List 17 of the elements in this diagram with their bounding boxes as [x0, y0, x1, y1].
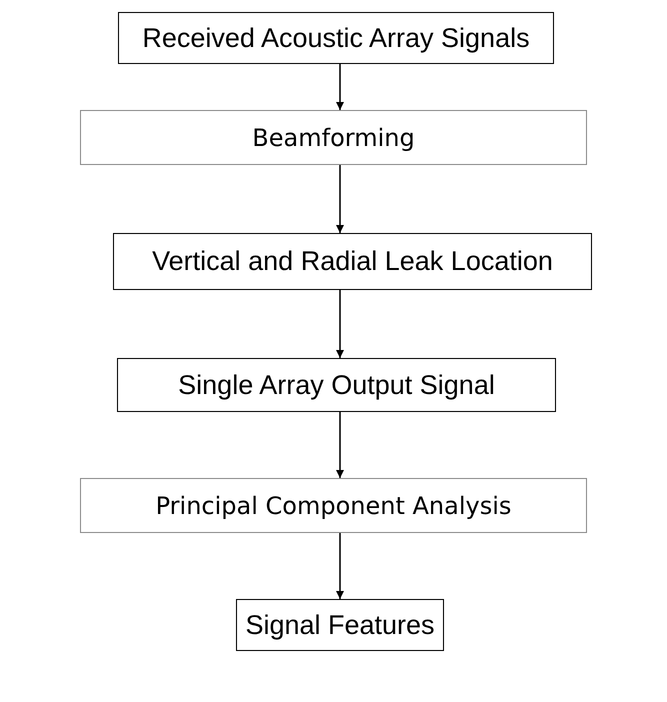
step-label: Signal Features	[245, 610, 435, 640]
step-label: Principal Component Analysis	[156, 492, 512, 520]
process-box	[80, 478, 587, 533]
arrow	[336, 290, 344, 358]
process-box	[117, 358, 556, 412]
arrow	[336, 64, 344, 110]
process-box	[113, 233, 592, 290]
arrow	[336, 533, 344, 599]
step-label: Vertical and Radial Leak Location	[152, 246, 553, 277]
step-label: Beamforming	[252, 124, 415, 152]
arrow	[336, 165, 344, 233]
process-box	[236, 599, 444, 651]
step-label: Received Acoustic Array Signals	[142, 22, 530, 54]
process-box	[118, 12, 554, 64]
process-box	[80, 110, 587, 165]
arrow	[336, 412, 344, 478]
step-label: Single Array Output Signal	[178, 370, 495, 400]
